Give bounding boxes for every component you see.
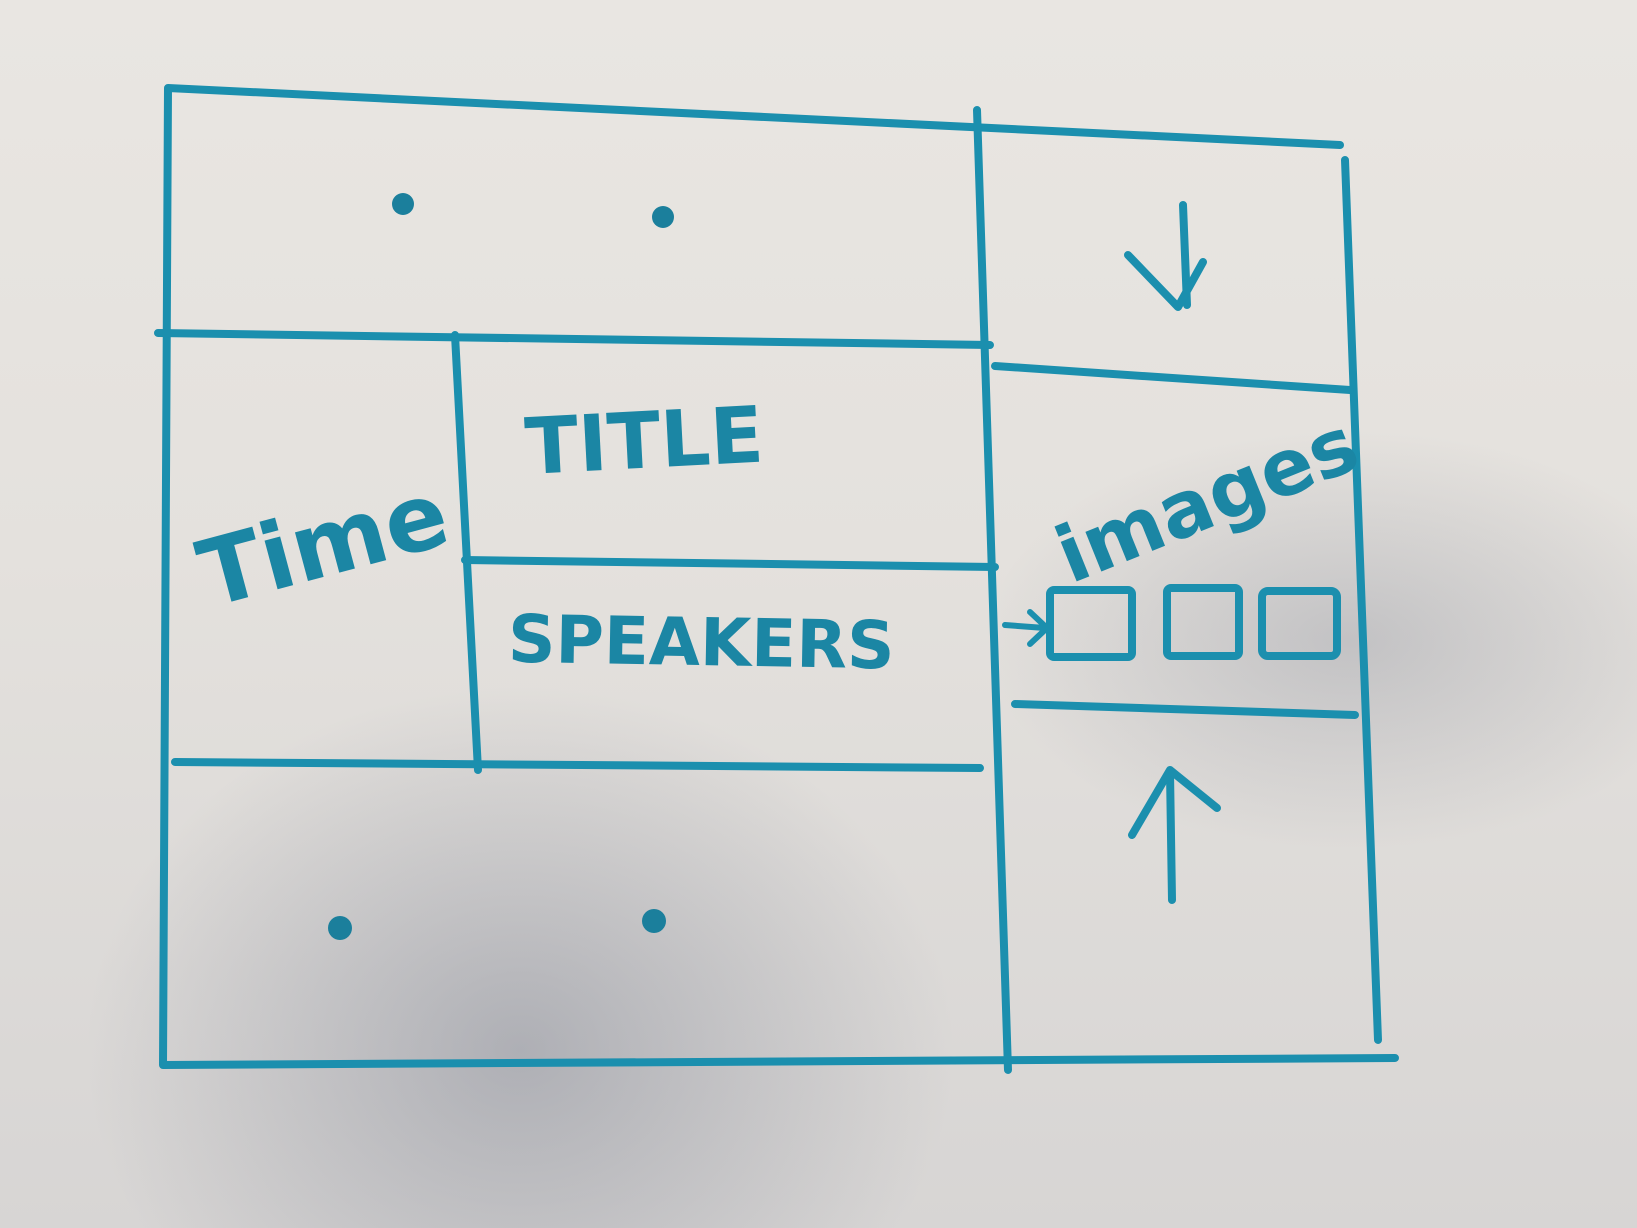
right-upper-divider [991, 362, 1354, 394]
image-thumbnails [1046, 584, 1341, 661]
time-column-divider [451, 331, 482, 774]
image-thumbnail [1163, 584, 1243, 660]
bottom-dot-left [328, 916, 352, 940]
image-thumbnail [1046, 586, 1136, 661]
title-label: TITLE [523, 391, 766, 493]
arrow-down-icon [1124, 201, 1207, 311]
image-thumbnail [1258, 587, 1341, 660]
speakers-label: SPEAKERS [507, 601, 895, 685]
title-speakers-divider [461, 556, 999, 571]
time-label: Time [188, 460, 460, 629]
images-label: images [1044, 400, 1371, 602]
top-band-divider [154, 329, 994, 349]
bottom-band-divider [171, 758, 984, 772]
column-divider [973, 106, 1012, 1074]
top-dot-right [652, 206, 674, 228]
bottom-dot-right [642, 909, 666, 933]
top-dot-left [392, 193, 414, 215]
outer-frame [159, 84, 1399, 1069]
arrow-right-icon [1002, 609, 1050, 647]
arrow-up-icon [1128, 766, 1221, 904]
right-lower-divider [1011, 700, 1359, 719]
